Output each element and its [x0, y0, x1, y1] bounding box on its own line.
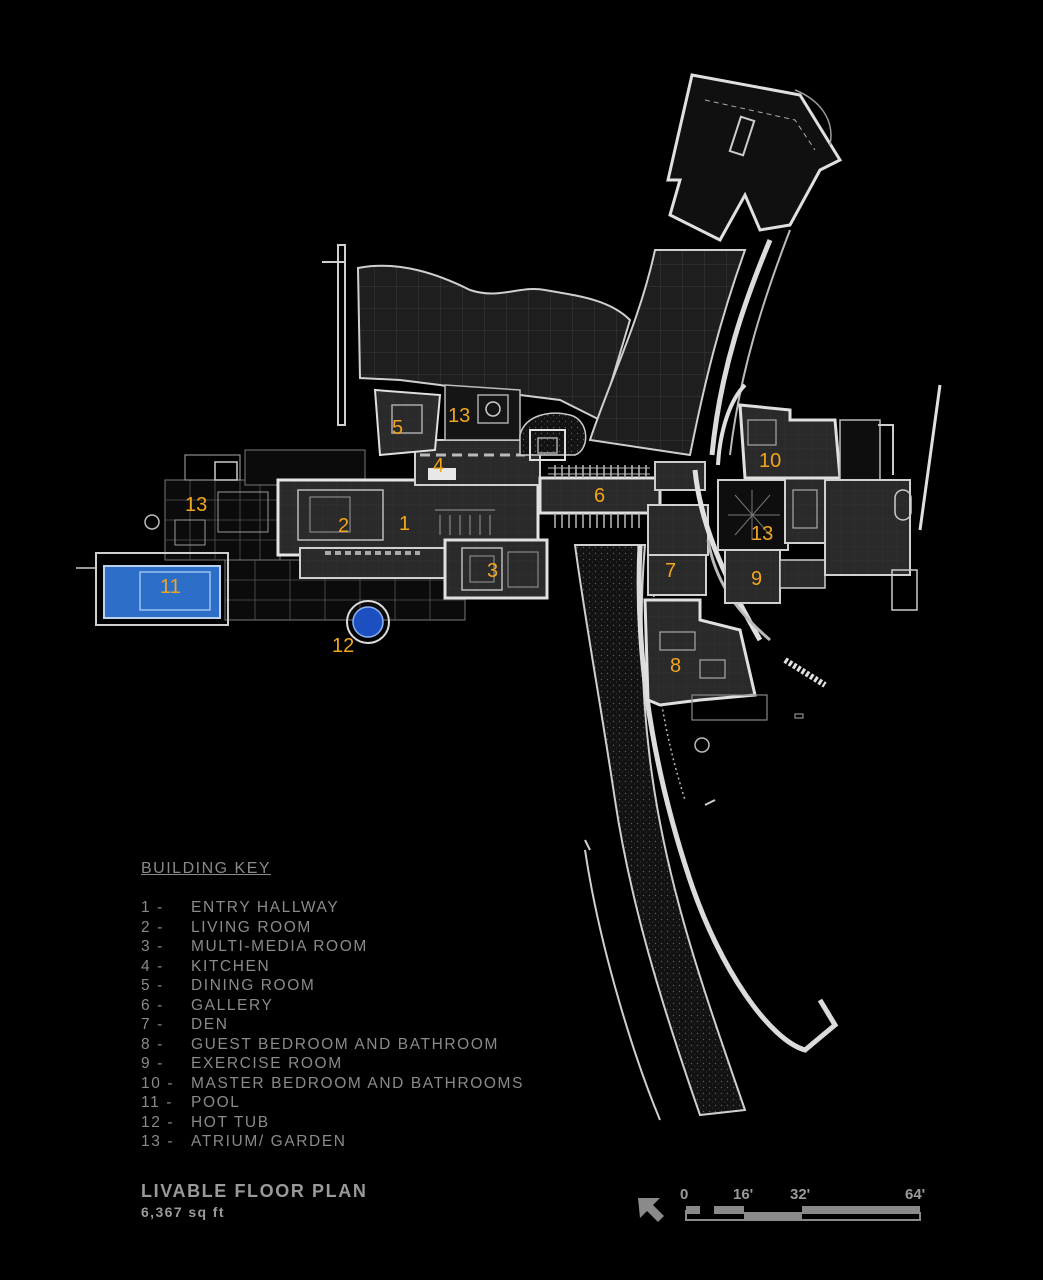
room-label-atrium-north: 13 — [448, 405, 470, 427]
east-wing — [643, 383, 942, 753]
room-label-hot-tub: 12 — [332, 635, 354, 657]
key-item-label: GALLERY — [191, 996, 274, 1014]
key-item: 9 - EXERCISE ROOM — [141, 1055, 524, 1075]
room-label-dining-room: 5 — [392, 417, 403, 439]
key-item-label: KITCHEN — [191, 957, 271, 975]
key-item-label: DEN — [191, 1016, 229, 1033]
key-item-label: EXERCISE ROOM — [191, 1055, 343, 1072]
room-label-pool: 11 — [160, 576, 181, 598]
room-label-atrium-west: 13 — [185, 494, 207, 516]
key-item: 1 - ENTRY HALLWAY — [141, 899, 524, 919]
key-item-label: HOT TUB — [191, 1113, 270, 1131]
north-pavilion — [666, 73, 843, 242]
key-item: 4 - KITCHEN — [141, 958, 524, 978]
scale-tick-0: 0 — [680, 1186, 688, 1203]
room-label-master-bedroom: 10 — [759, 450, 781, 472]
key-item: 11 - POOL — [141, 1094, 524, 1114]
key-item-number: 2 - — [141, 918, 164, 936]
key-item-label: GUEST BEDROOM AND BATHROOM — [191, 1035, 499, 1053]
building-key-title: BUILDING KEY — [141, 860, 272, 877]
key-item: 12 - HOT TUB — [141, 1114, 524, 1134]
pool — [76, 552, 229, 626]
plan-area: 6,367 sq ft — [141, 1204, 225, 1220]
south-walkway — [573, 544, 839, 1121]
room-label-den: 7 — [665, 560, 676, 582]
building-key-list: 1 - ENTRY HALLWAY 2 - LIVING ROOM 3 - MULTI-M… — [141, 899, 524, 1153]
north-arrow-icon — [638, 1198, 664, 1222]
key-item-label: POOL — [191, 1094, 241, 1111]
north-terrace — [322, 244, 632, 426]
key-item-label: LIVING ROOM — [191, 918, 312, 936]
key-item-number: 13 - — [141, 1133, 175, 1150]
key-item: 7 - DEN — [141, 1016, 524, 1036]
room-label-living-room: 2 — [338, 515, 349, 537]
room-label-entry-hallway: 1 — [399, 513, 410, 535]
key-item: 13 - ATRIUM/ GARDEN — [141, 1133, 524, 1153]
scale-tick-16: 16' — [733, 1186, 753, 1203]
main-house — [276, 439, 549, 600]
room-label-guest-bedroom: 8 — [670, 655, 681, 677]
scale-bar: 0 16' 32' 64' — [680, 1186, 925, 1221]
key-item: 6 - GALLERY — [141, 997, 524, 1017]
key-item-number: 5 - — [141, 977, 164, 994]
scale-tick-32: 32' — [790, 1186, 810, 1203]
key-item-label: DINING ROOM — [191, 977, 316, 994]
key-item-number: 1 - — [141, 899, 164, 916]
key-item-label: ATRIUM/ GARDEN — [191, 1133, 347, 1150]
key-item-number: 9 - — [141, 1055, 164, 1072]
room-label-exercise-room: 9 — [751, 568, 762, 590]
key-item-number: 4 - — [141, 957, 164, 975]
key-item: 5 - DINING ROOM — [141, 977, 524, 997]
key-item-number: 3 - — [141, 938, 164, 955]
key-item: 3 - MULTI-MEDIA ROOM — [141, 938, 524, 958]
key-item-label: MASTER BEDROOM AND BATHROOMS — [191, 1074, 525, 1092]
key-item-label: ENTRY HALLWAY — [191, 899, 340, 916]
room-label-kitchen: 4 — [433, 455, 444, 477]
dining-atrium — [373, 384, 587, 461]
room-label-gallery: 6 — [594, 485, 605, 507]
scale-tick-64: 64' — [905, 1186, 925, 1203]
key-item-number: 7 - — [141, 1016, 164, 1033]
hot-tub — [346, 600, 390, 644]
key-item-number: 11 - — [141, 1094, 173, 1111]
plan-title: LIVABLE FLOOR PLAN — [141, 1181, 368, 1201]
key-item-label: MULTI-MEDIA ROOM — [191, 938, 368, 955]
key-item-number: 10 - — [141, 1074, 175, 1092]
key-item: 10 - MASTER BEDROOM AND BATHROOMS — [141, 1075, 524, 1095]
key-item: 2 - LIVING ROOM — [141, 919, 524, 939]
key-item: 8 - GUEST BEDROOM AND BATHROOM — [141, 1036, 524, 1056]
key-item-number: 8 - — [141, 1035, 164, 1053]
room-label-multimedia: 3 — [487, 560, 498, 582]
curved-spine-upper — [588, 229, 791, 457]
room-label-atrium-east: 13 — [751, 523, 773, 545]
key-item-number: 6 - — [141, 996, 164, 1014]
key-item-number: 12 - — [141, 1113, 175, 1131]
